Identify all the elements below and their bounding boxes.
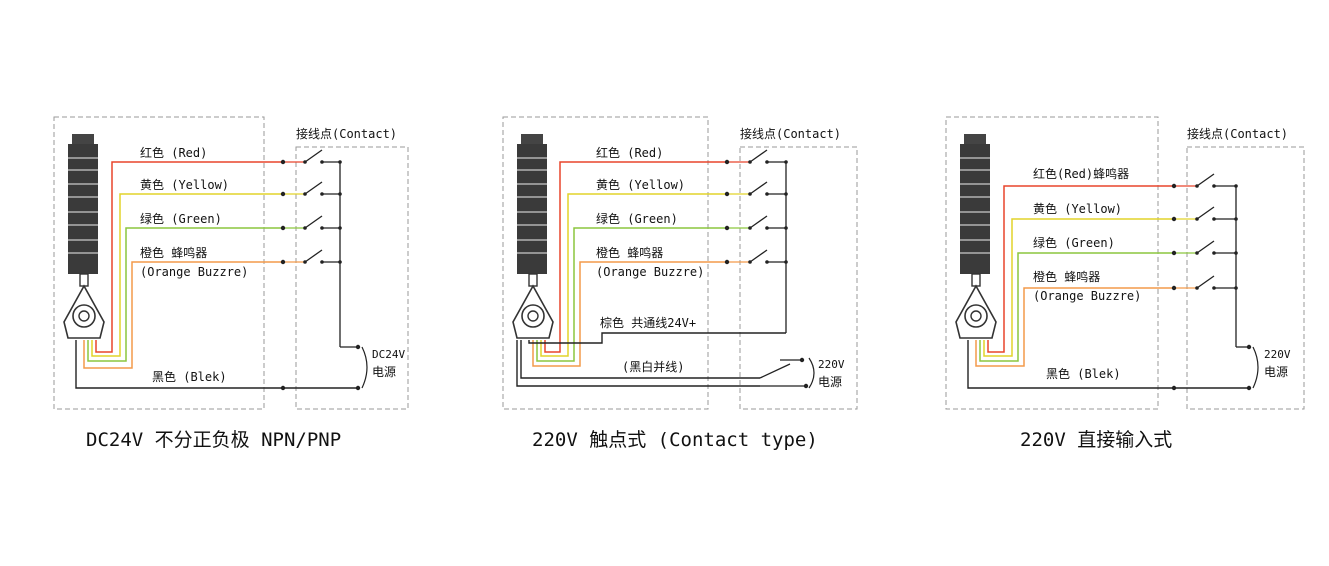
label-red: 红色 (Red) — [596, 145, 663, 160]
yellow-wire — [540, 193, 727, 357]
tower-light-icon — [955, 134, 997, 339]
label-yellow: 黄色 (Yellow) — [1033, 202, 1122, 216]
label-bw: (黑白并线) — [622, 359, 684, 374]
label-orange-en: (Orange Buzzre) — [140, 265, 248, 279]
tower-light-icon — [63, 134, 105, 339]
label-green: 绿色 (Green) — [596, 211, 678, 226]
contact-switches — [283, 149, 358, 348]
label-orange-en: (Orange Buzzre) — [596, 265, 704, 279]
tower-light-box — [502, 116, 709, 410]
power-bracket — [361, 346, 368, 389]
power-voltage: 220V — [818, 358, 845, 371]
label-orange: 橙色 蜂鸣器 — [140, 245, 207, 260]
brown-common-wire — [528, 332, 786, 344]
terminal-dots — [724, 159, 809, 389]
label-red: 红色 (Red) — [140, 145, 207, 160]
tower-light-box — [945, 116, 1159, 410]
tower-light-box — [53, 116, 265, 410]
panel-220v-direct: 接线点(Contact) 红色(Red)蜂鸣器 黄色 (Yellow) 绿色 (… — [945, 116, 1305, 451]
orange-wire — [532, 261, 727, 367]
label-green: 绿色 (Green) — [140, 211, 222, 226]
orange-wire — [83, 261, 283, 369]
panel-dc24v: 接线点(Contact) 红色 (Red) 黄色 (Yellow) 绿色 (Gr… — [53, 116, 409, 451]
label-orange-en: (Orange Buzzre) — [1033, 289, 1141, 303]
contact-box — [739, 146, 858, 410]
contact-switches — [1174, 173, 1249, 348]
label-orange: 橙色 蜂鸣器 — [1033, 269, 1100, 284]
power-voltage: 220V — [1264, 348, 1291, 361]
contact-box — [295, 146, 409, 410]
panel-caption: 220V 触点式 (Contact type) — [532, 429, 818, 451]
power-bracket — [808, 357, 815, 389]
contact-label: 接线点(Contact) — [740, 126, 841, 141]
red-wire — [95, 161, 283, 353]
label-black: 黑色 (Blek) — [1046, 367, 1121, 381]
label-brown: 棕色 共通线24V+ — [600, 315, 696, 330]
orange-wire — [975, 287, 1174, 367]
black-wire — [75, 340, 358, 389]
label-green: 绿色 (Green) — [1033, 235, 1115, 250]
panel-220v-contact: 接线点(Contact) 红色 (Red) 黄色 (Yellow) 绿色 (Gr… — [502, 116, 858, 451]
label-yellow: 黄色 (Yellow) — [140, 178, 229, 192]
label-orange: 橙色 蜂鸣器 — [596, 245, 663, 260]
yellow-wire — [983, 218, 1174, 357]
bw-wire-1 — [520, 340, 760, 379]
panel-caption: 220V 直接输入式 — [1020, 429, 1172, 451]
label-red: 红色(Red)蜂鸣器 — [1033, 166, 1129, 181]
contact-label: 接线点(Contact) — [1187, 126, 1288, 141]
label-yellow: 黄色 (Yellow) — [596, 178, 685, 192]
contact-switches — [727, 149, 806, 387]
power-label: 电源 — [372, 365, 396, 379]
red-wire — [544, 161, 727, 353]
power-label: 电源 — [818, 375, 842, 389]
tower-light-icon — [512, 134, 554, 339]
red-wire — [987, 185, 1174, 353]
contact-label: 接线点(Contact) — [296, 126, 397, 141]
bw-wire-2 — [516, 340, 760, 387]
label-black: 黑色 (Blek) — [152, 370, 227, 384]
green-wire — [536, 227, 727, 362]
terminal-dots — [280, 159, 361, 391]
power-voltage: DC24V — [372, 348, 405, 361]
power-label: 电源 — [1264, 365, 1288, 379]
terminal-dots — [1171, 183, 1252, 391]
green-wire — [979, 252, 1174, 362]
panel-caption: DC24V 不分正负极 NPN/PNP — [86, 429, 341, 451]
contact-box — [1186, 146, 1305, 410]
green-wire — [87, 227, 283, 362]
yellow-wire — [91, 193, 283, 357]
power-bracket — [1252, 346, 1259, 389]
black-wire — [967, 340, 1249, 389]
